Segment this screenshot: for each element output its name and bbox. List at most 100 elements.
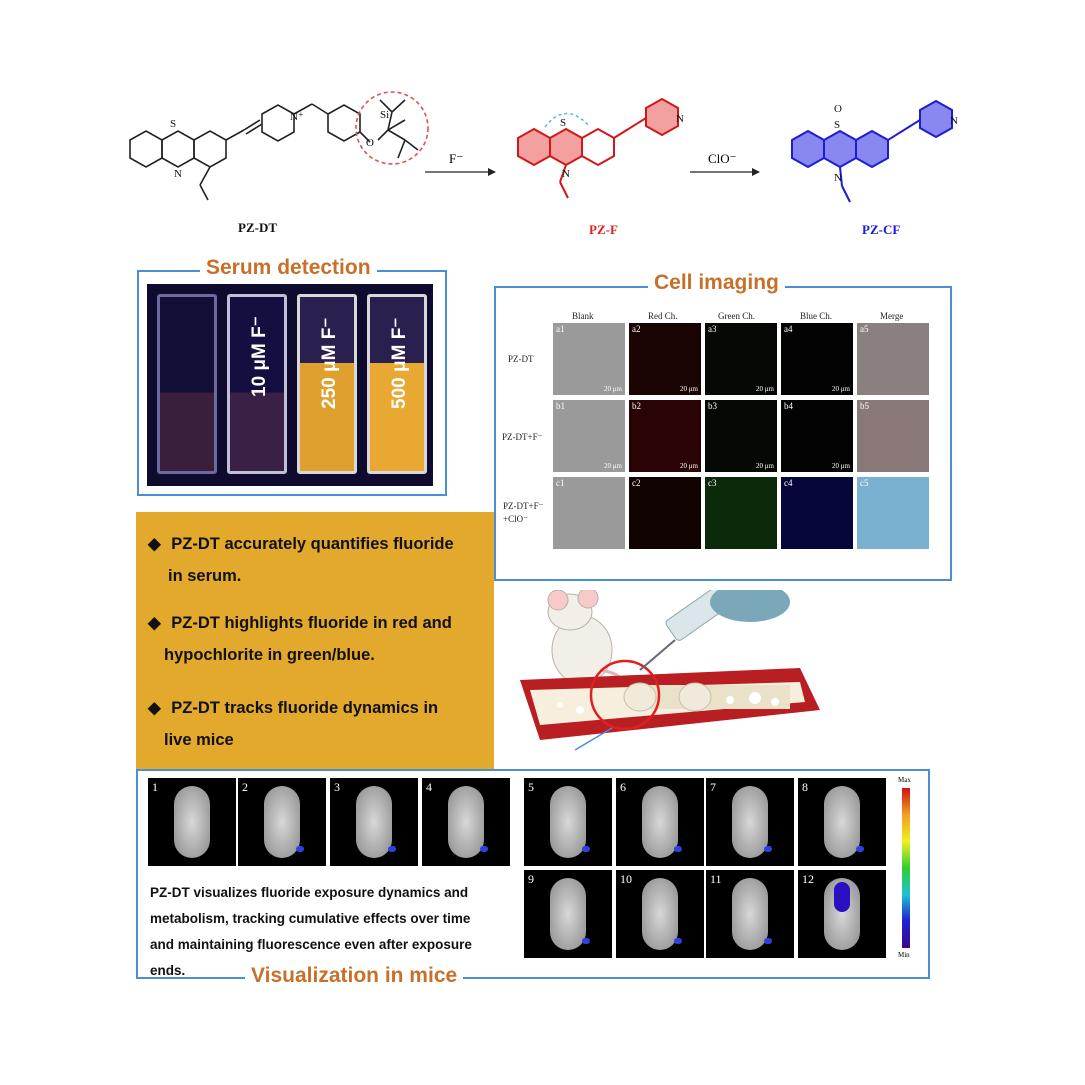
cell-image-b5: b5 bbox=[856, 399, 930, 473]
mouse-frame-number: 5 bbox=[528, 780, 534, 794]
pz-dt-s-label: S bbox=[170, 118, 176, 130]
mouse-frame-number: 8 bbox=[802, 780, 808, 794]
summary-bullet-1-line2: in serum. bbox=[168, 567, 242, 585]
col-header-green: Green Ch. bbox=[718, 311, 755, 321]
colorbar-min-label: Min bbox=[898, 951, 910, 959]
cuvette-blank bbox=[157, 294, 217, 474]
pz-f-structure bbox=[517, 97, 679, 199]
mouse-image-12: 12 bbox=[798, 870, 886, 958]
cuvette-10um: 10 μM F⁻ bbox=[227, 294, 287, 474]
summary-bullet-2-line2: hypochlorite in green/blue. bbox=[164, 646, 375, 664]
syringe bbox=[639, 590, 790, 671]
scale-bar-label: 20 μm bbox=[832, 462, 850, 470]
mouse-body bbox=[356, 786, 392, 858]
mouse-frame-number: 9 bbox=[528, 872, 534, 886]
bullet-icon: ◆ bbox=[148, 699, 161, 717]
cuvette-10um-label: 10 μM F⁻ bbox=[249, 316, 270, 397]
cell-image-sublabel: b1 bbox=[556, 401, 565, 411]
mouse-frame-number: 12 bbox=[802, 872, 814, 886]
mouse-body bbox=[642, 878, 678, 950]
mice-visualization-title: Visualization in mice bbox=[245, 964, 464, 988]
mouse-image-10: 10 bbox=[616, 870, 704, 958]
mouse-frame-number: 7 bbox=[710, 780, 716, 794]
row-label-pz-dt-f-clo: PZ-DT+F⁻ +ClO⁻ bbox=[503, 501, 544, 524]
mouse-frame-number: 1 bbox=[152, 780, 158, 794]
scale-bar-label: 20 μm bbox=[680, 385, 698, 393]
mouse-injection-illustration bbox=[520, 590, 820, 751]
cuvette-250um: 250 μM F⁻ bbox=[297, 294, 357, 474]
cell-image-sublabel: c1 bbox=[556, 478, 565, 488]
col-header-blue: Blue Ch. bbox=[800, 311, 833, 321]
mouse-frame-number: 3 bbox=[334, 780, 340, 794]
fluorescence-signal bbox=[296, 846, 304, 852]
mice-description-line-2: metabolism, tracking cumulative effects … bbox=[150, 911, 471, 926]
summary-bullet-3-line1: PZ-DT tracks fluoride dynamics in bbox=[171, 699, 439, 717]
cell-image-sublabel: a3 bbox=[708, 324, 717, 334]
fluorescence-signal bbox=[856, 846, 864, 852]
mouse-image-7: 7 bbox=[706, 778, 794, 866]
compound-pz-cf: PZ-CF bbox=[862, 222, 901, 237]
cuvette-500um-label: 500 μM F⁻ bbox=[389, 317, 410, 409]
mouse-frame-number: 2 bbox=[242, 780, 248, 794]
cell-image-sublabel: c3 bbox=[708, 478, 717, 488]
fluorescence-signal bbox=[674, 846, 682, 852]
mouse-body bbox=[448, 786, 484, 858]
pz-f-s-label: S bbox=[560, 117, 566, 129]
scale-bar-label: 20 μm bbox=[604, 385, 622, 393]
pz-f-n-label: N bbox=[562, 168, 570, 180]
cell-image-sublabel: a5 bbox=[860, 324, 869, 334]
intensity-colorbar bbox=[902, 788, 910, 948]
row-label-pz-dt-f: PZ-DT+F⁻ bbox=[502, 432, 543, 442]
colorbar-max-label: Max bbox=[898, 776, 911, 784]
cell-image-sublabel: a4 bbox=[784, 324, 793, 334]
mouse-frame-number: 4 bbox=[426, 780, 432, 794]
cell-image-sublabel: c5 bbox=[860, 478, 869, 488]
mouse-body bbox=[264, 786, 300, 858]
fluorescence-signal bbox=[764, 846, 772, 852]
fluorescence-signal bbox=[582, 846, 590, 852]
cell-image-c5: c5 bbox=[856, 476, 930, 550]
pz-dt-n-label: N bbox=[174, 168, 182, 180]
reaction-scheme-svg: S N N⁺ O Si S N N bbox=[129, 91, 958, 203]
col-header-red: Red Ch. bbox=[648, 311, 678, 321]
cell-image-c3: c3 bbox=[704, 476, 778, 550]
pz-cf-o-label: O bbox=[834, 103, 842, 115]
cuvette-250um-label: 250 μM F⁻ bbox=[319, 317, 340, 409]
mouse-body bbox=[174, 786, 210, 858]
cell-image-c4: c4 bbox=[780, 476, 854, 550]
scale-bar-label: 20 μm bbox=[604, 462, 622, 470]
cell-image-sublabel: a1 bbox=[556, 324, 565, 334]
pz-cf-pyridine-n-label: N bbox=[950, 115, 958, 127]
scale-bar-label: 20 μm bbox=[756, 385, 774, 393]
bullet-icon: ◆ bbox=[148, 535, 161, 553]
cell-image-sublabel: c4 bbox=[784, 478, 793, 488]
cell-image-sublabel: b5 bbox=[860, 401, 869, 411]
mouse-frame-number: 11 bbox=[710, 872, 722, 886]
fluorescence-signal bbox=[388, 846, 396, 852]
cell-imaging-title: Cell imaging bbox=[648, 271, 785, 295]
mouse-image-5: 5 bbox=[524, 778, 612, 866]
pz-cf-n-label: N bbox=[834, 172, 842, 184]
mouse-frame-number: 10 bbox=[620, 872, 632, 886]
mice-description-line-3: and maintaining fluorescence even after … bbox=[150, 937, 472, 952]
cell-image-b1: b1 20 μm bbox=[552, 399, 626, 473]
summary-bullet-2-line1: PZ-DT highlights fluoride in red and bbox=[171, 614, 452, 632]
compound-pz-dt: PZ-DT bbox=[238, 220, 277, 235]
mouse-figure bbox=[547, 590, 624, 691]
mouse-frame-number: 6 bbox=[620, 780, 626, 794]
mouse-image-6: 6 bbox=[616, 778, 704, 866]
pz-f-dashed-arc bbox=[544, 112, 591, 128]
mouse-image-4: 4 bbox=[422, 778, 510, 866]
col-header-blank: Blank bbox=[572, 311, 594, 321]
bone-vessel bbox=[520, 668, 820, 740]
cell-image-sublabel: c2 bbox=[632, 478, 641, 488]
silyl-highlight-circle bbox=[355, 91, 429, 165]
mice-visualization-panel bbox=[136, 769, 930, 979]
mouse-body bbox=[732, 786, 768, 858]
cell-image-sublabel: b3 bbox=[708, 401, 717, 411]
pz-cf-structure bbox=[791, 99, 953, 203]
fluorescence-signal bbox=[834, 882, 850, 912]
